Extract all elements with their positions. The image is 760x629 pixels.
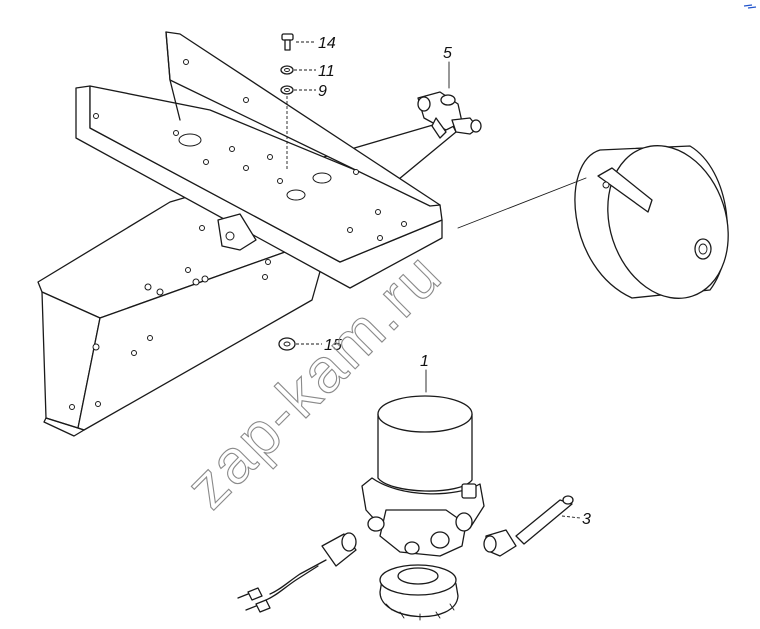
callout-1: 1 [420, 353, 429, 393]
callout-3-label: 3 [582, 511, 591, 528]
bolt-14 [281, 33, 294, 51]
tank-leader-line [457, 177, 587, 229]
callout-11: 11 [294, 63, 335, 80]
mounting-bracket [75, 31, 443, 289]
nut-15 [278, 337, 296, 351]
callout-15-label: 15 [324, 337, 342, 354]
nut-11 [280, 65, 294, 75]
corner-mark [743, 4, 757, 9]
callout-9: 9 [294, 83, 327, 100]
callout-14-label: 14 [318, 35, 336, 52]
air-dryer-1 [361, 395, 485, 557]
callout-11-label: 11 [318, 63, 335, 80]
filter-cartridge [379, 564, 459, 621]
callout-15: 15 [296, 337, 342, 354]
pipe-3 [483, 495, 574, 557]
callout-1-label: 1 [420, 353, 429, 370]
callout-5: 5 [443, 45, 452, 89]
air-tank [574, 145, 729, 299]
washer-9 [280, 85, 294, 95]
callout-3: 3 [561, 511, 591, 528]
callout-5-label: 5 [443, 45, 452, 62]
callout-9-label: 9 [318, 83, 327, 100]
callout-14: 14 [296, 35, 336, 52]
heater-sensor-wire [237, 532, 357, 613]
valve-5 [417, 91, 482, 139]
